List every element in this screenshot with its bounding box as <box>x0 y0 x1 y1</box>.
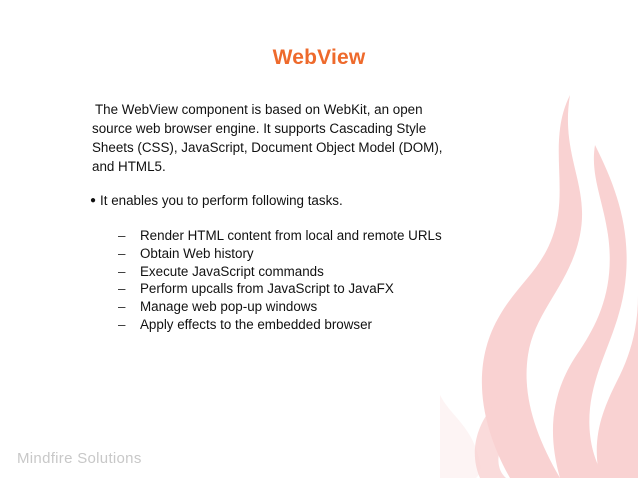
list-item: –Execute JavaScript commands <box>118 263 442 281</box>
dash-icon: – <box>118 299 126 315</box>
bullet-item: ●It enables you to perform following tas… <box>90 191 450 210</box>
bullet-text: It enables you to perform following task… <box>100 193 343 208</box>
dash-icon: – <box>118 316 126 332</box>
slide-title: WebView <box>272 46 366 69</box>
intro-paragraph: The WebView component is based on WebKit… <box>92 102 443 174</box>
task-text: Perform upcalls from JavaScript to JavaF… <box>140 281 394 297</box>
dash-icon: – <box>118 245 126 261</box>
dash-icon: – <box>118 228 126 243</box>
task-text: Execute JavaScript commands <box>140 263 324 279</box>
list-item: –Manage web pop-up windows <box>118 298 442 316</box>
task-text: Render HTML content from local and remot… <box>140 228 442 243</box>
list-item: –Perform upcalls from JavaScript to Java… <box>118 280 442 298</box>
task-text: Obtain Web history <box>140 245 254 261</box>
brand-footer: Mindfire Solutions <box>17 450 142 467</box>
list-item: –Render HTML content from local and remo… <box>118 227 442 245</box>
dash-icon: – <box>118 281 126 297</box>
list-item: –Apply effects to the embedded browser <box>118 316 442 334</box>
task-list: –Render HTML content from local and remo… <box>118 227 442 334</box>
list-item: –Obtain Web history <box>118 245 442 263</box>
flame-decoration-icon <box>440 95 638 478</box>
bullet-dot-icon: ● <box>90 195 97 206</box>
dash-icon: – <box>118 263 126 279</box>
task-text: Manage web pop-up windows <box>140 299 318 315</box>
task-text: Apply effects to the embedded browser <box>140 316 372 332</box>
